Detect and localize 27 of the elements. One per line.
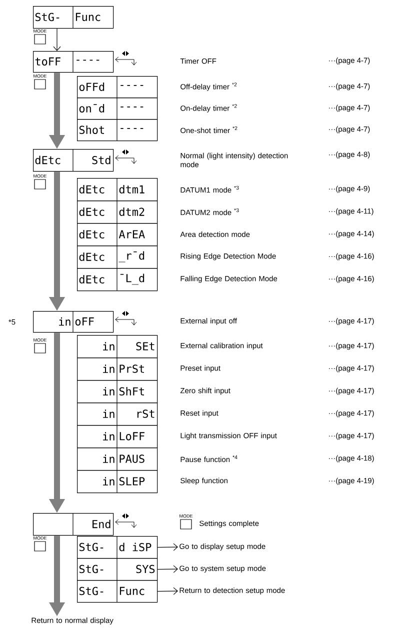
display-box: on¯d ---- (77, 97, 158, 120)
arrow (157, 565, 178, 573)
display-box: in oFF (33, 310, 114, 333)
display-box: StG- Func (77, 580, 158, 603)
display-box: in ShFt (77, 380, 158, 404)
display-box: dEtc Std (33, 148, 114, 172)
display-box: dEtc dtm2 (77, 200, 158, 224)
display-box: in SEt (77, 334, 158, 358)
arrow (157, 587, 178, 595)
display-box: in PAUS (77, 447, 158, 471)
display-box: oFFd ---- (77, 76, 158, 98)
arrow (157, 543, 178, 551)
display-box: in rSt (77, 402, 158, 426)
display-box: dEtc ArEA (77, 222, 158, 246)
display-box: StG- SYS (77, 558, 158, 581)
flow-arrow (53, 28, 61, 51)
display-box: in LoFF (77, 424, 158, 448)
display-box: Shot ---- (77, 118, 158, 142)
display-box: in SLEP (77, 470, 158, 494)
display-box: StG- Func (33, 6, 114, 29)
display-box: dEtc ¯L_d (77, 268, 158, 292)
display-box: in PrSt (77, 357, 158, 381)
display-box: dEtc dtm1 (77, 178, 158, 202)
display-box: dEtc _r¯d (77, 245, 158, 269)
display-box: toFF ---- (33, 50, 114, 73)
display-box: StG- d iSP (77, 536, 158, 559)
display-box: End (33, 512, 114, 536)
